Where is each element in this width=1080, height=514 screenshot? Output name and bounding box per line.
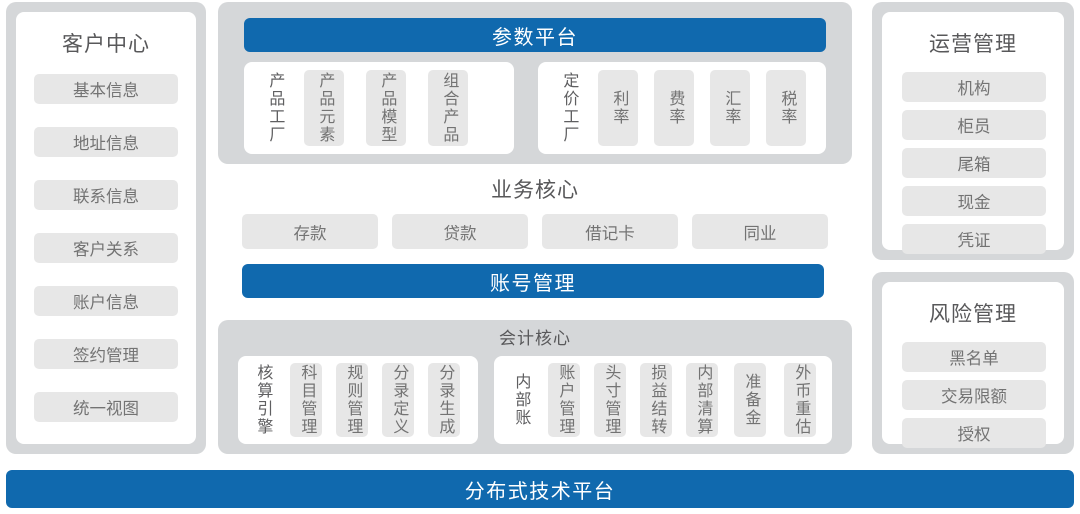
- sidebar-item-contract-mgmt[interactable]: 签约管理: [34, 339, 178, 369]
- sidebar-item-basic-info[interactable]: 基本信息: [34, 74, 178, 104]
- sidebar-item-customer-relation[interactable]: 客户关系: [34, 233, 178, 263]
- business-core-title: 业务核心: [491, 179, 579, 202]
- accounting-core-title: 会计核心: [499, 329, 571, 348]
- sidebar-item-contact-info[interactable]: 联系信息: [34, 180, 178, 210]
- chip-rule-mgmt[interactable]: 规则管理: [336, 363, 368, 437]
- chip-authorization[interactable]: 授权: [902, 418, 1046, 448]
- chip-fee-rate[interactable]: 费率: [654, 70, 694, 146]
- chip-interbank[interactable]: 同业: [692, 214, 828, 249]
- chip-position-mgmt[interactable]: 头寸管理: [594, 363, 626, 437]
- risk-title: 风险管理: [929, 303, 1017, 326]
- chip-blacklist[interactable]: 黑名单: [902, 342, 1046, 372]
- customer-center-panel: 客户中心 基本信息 地址信息 联系信息 客户关系 账户信息 签约管理 统一视图: [16, 12, 196, 444]
- chip-transaction-limit[interactable]: 交易限额: [902, 380, 1046, 410]
- accounting-core-shell: 会计核心 核算引擎 科目管理 规则管理 分录定义 分录生成 内部账 账户管理 头…: [218, 320, 852, 454]
- chip-institution[interactable]: 机构: [902, 72, 1046, 102]
- product-factory-label: 产品工厂: [266, 72, 284, 144]
- chip-cash[interactable]: 现金: [902, 186, 1046, 216]
- chip-cash-box[interactable]: 尾箱: [902, 148, 1046, 178]
- operations-panel: 运营管理 机构 柜员 尾箱 现金 凭证: [882, 12, 1064, 254]
- chip-account-mgmt[interactable]: 账户管理: [548, 363, 580, 437]
- chip-fx-revaluation[interactable]: 外币重估: [784, 363, 816, 437]
- chip-combined-product[interactable]: 组合产品: [428, 70, 468, 146]
- chip-subject-mgmt[interactable]: 科目管理: [290, 363, 322, 437]
- customer-center-title: 客户中心: [62, 33, 150, 56]
- internal-account-label: 内部账: [512, 373, 530, 427]
- accounting-engine-group: 核算引擎 科目管理 规则管理 分录定义 分录生成: [238, 356, 478, 444]
- chip-tax-rate[interactable]: 税率: [766, 70, 806, 146]
- chip-teller[interactable]: 柜员: [902, 110, 1046, 140]
- chip-product-element[interactable]: 产品元素: [304, 70, 344, 146]
- chip-internal-settlement[interactable]: 内部清算: [686, 363, 718, 437]
- accounting-engine-label: 核算引擎: [254, 364, 272, 436]
- distributed-tech-platform-bar: 分布式技术平台: [6, 470, 1074, 508]
- chip-entry-generation[interactable]: 分录生成: [428, 363, 460, 437]
- sidebar-item-unified-view[interactable]: 统一视图: [34, 392, 178, 422]
- chip-product-model[interactable]: 产品模型: [366, 70, 406, 146]
- pricing-factory-label: 定价工厂: [560, 72, 578, 144]
- account-management-bar: 账号管理: [242, 264, 824, 298]
- operations-title: 运营管理: [929, 33, 1017, 56]
- risk-panel: 风险管理 黑名单 交易限额 授权: [882, 282, 1064, 448]
- parameter-platform-shell: 参数平台 产品工厂 产品元素 产品模型 组合产品 定价工厂 利率 费率 汇率 税…: [218, 2, 852, 164]
- chip-interest-rate[interactable]: 利率: [598, 70, 638, 146]
- product-factory-group: 产品工厂 产品元素 产品模型 组合产品: [244, 62, 514, 154]
- chip-voucher[interactable]: 凭证: [902, 224, 1046, 254]
- chip-deposit[interactable]: 存款: [242, 214, 378, 249]
- chip-entry-definition[interactable]: 分录定义: [382, 363, 414, 437]
- chip-pnl-carryover[interactable]: 损益结转: [640, 363, 672, 437]
- pricing-factory-group: 定价工厂 利率 费率 汇率 税率: [538, 62, 826, 154]
- parameter-platform-header: 参数平台: [244, 18, 826, 52]
- sidebar-item-account-info[interactable]: 账户信息: [34, 286, 178, 316]
- chip-debit-card[interactable]: 借记卡: [542, 214, 678, 249]
- internal-account-group: 内部账 账户管理 头寸管理 损益结转 内部清算 准备金 外币重估: [494, 356, 832, 444]
- chip-exchange-rate[interactable]: 汇率: [710, 70, 750, 146]
- chip-loan[interactable]: 贷款: [392, 214, 528, 249]
- chip-reserve-fund[interactable]: 准备金: [734, 363, 766, 437]
- sidebar-item-address-info[interactable]: 地址信息: [34, 127, 178, 157]
